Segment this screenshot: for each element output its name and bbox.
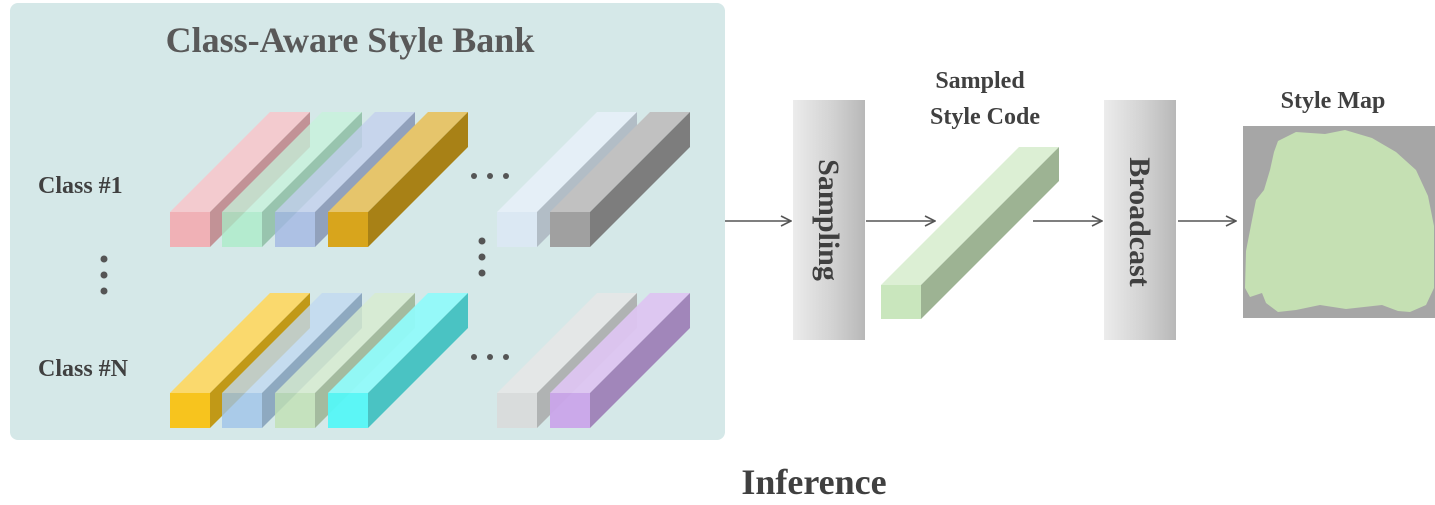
class-1-code-2-front bbox=[222, 212, 262, 247]
class-n-code-6 bbox=[550, 293, 690, 428]
sampling-block: Sampling bbox=[793, 100, 865, 340]
class-n-code-5-top bbox=[497, 293, 637, 393]
style-map-label: Style Map bbox=[1281, 88, 1386, 114]
class-1-code-1-top bbox=[170, 112, 310, 212]
class-n-code-1-front bbox=[170, 393, 210, 428]
sampled-code-prism-top bbox=[881, 147, 1059, 285]
class-1-code-4-front bbox=[328, 212, 368, 247]
class-n-code-3-top bbox=[275, 293, 415, 393]
sampling-label: Sampling bbox=[812, 159, 845, 281]
class-n-code-1-top bbox=[170, 293, 310, 393]
class-1-code-3-top bbox=[275, 112, 415, 212]
class-n-code-3-front bbox=[275, 393, 315, 428]
class-n-code-2-top bbox=[222, 293, 362, 393]
class-1-style-codes bbox=[170, 112, 690, 247]
class-1-code-5-top bbox=[497, 112, 637, 212]
class-n-code-6-side bbox=[590, 293, 690, 428]
sampled-code-prism bbox=[881, 147, 1059, 319]
sampled-code-label-line2: Style Code bbox=[930, 104, 1040, 130]
class-n-code-6-top bbox=[550, 293, 690, 393]
class-1-code-6 bbox=[550, 112, 690, 247]
rowN-ellipsis bbox=[471, 354, 509, 360]
class-n-code-5-front bbox=[497, 393, 537, 428]
class-1-code-1-front bbox=[170, 212, 210, 247]
class-n-code-2-front bbox=[222, 393, 262, 428]
sampled-code-label-line1: Sampled bbox=[935, 68, 1025, 94]
class-n-code-4-front bbox=[328, 393, 368, 428]
row1-ellipsis bbox=[471, 173, 509, 179]
sampled-style-code-bar bbox=[881, 147, 1059, 319]
left-vertical-ellipsis bbox=[100, 255, 108, 295]
class-1-code-3-front bbox=[275, 212, 315, 247]
class-n-code-4-side bbox=[368, 293, 468, 428]
class-last-label: Class #N bbox=[38, 356, 129, 382]
class-n-code-4-top bbox=[328, 293, 468, 393]
class-1-code-4-top bbox=[328, 112, 468, 212]
class-1-code-4 bbox=[328, 112, 468, 247]
broadcast-block: Broadcast bbox=[1104, 100, 1176, 340]
class-1-code-2-top bbox=[222, 112, 362, 212]
inference-caption: Inference bbox=[741, 462, 886, 502]
style-bank-title: Class-Aware Style Bank bbox=[166, 20, 535, 60]
sampled-code-prism-side bbox=[921, 147, 1059, 319]
class-1-code-6-top bbox=[550, 112, 690, 212]
middle-vertical-ellipsis bbox=[478, 237, 486, 277]
class-1-code-5-front bbox=[497, 212, 537, 247]
class-1-code-6-side bbox=[590, 112, 690, 247]
class-n-code-4 bbox=[328, 293, 468, 428]
style-map bbox=[1243, 126, 1435, 318]
broadcast-label: Broadcast bbox=[1123, 157, 1156, 286]
sampled-code-prism-front bbox=[881, 285, 921, 319]
class-1-code-4-side bbox=[368, 112, 468, 247]
class-n-style-codes bbox=[170, 293, 690, 428]
class-n-code-6-front bbox=[550, 393, 590, 428]
class-first-label: Class #1 bbox=[38, 173, 123, 199]
class-1-code-6-front bbox=[550, 212, 590, 247]
